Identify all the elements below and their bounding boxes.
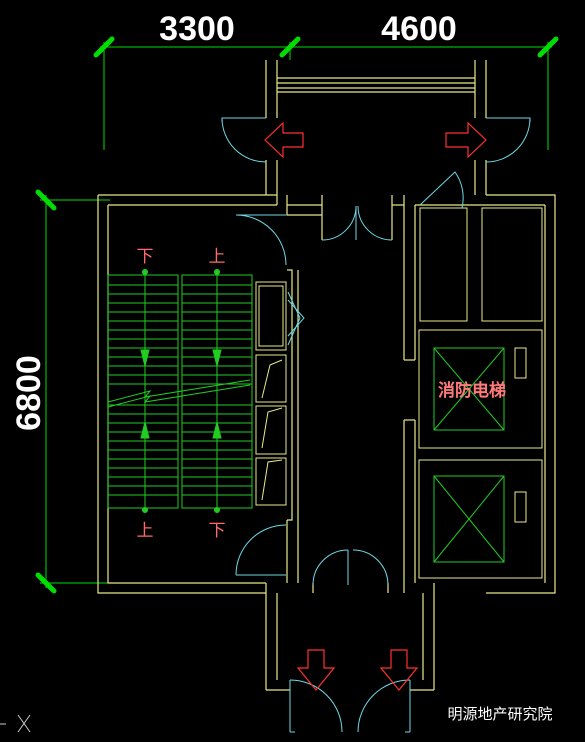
dimension-lines xyxy=(40,42,552,588)
stair-step-lines xyxy=(108,284,252,496)
doors xyxy=(221,117,531,733)
stair-label-down-bottom: 下 xyxy=(209,521,226,541)
dimension-ticks xyxy=(35,36,559,594)
stair-walkline xyxy=(107,269,251,513)
watermark-text: 明源地产研究院 xyxy=(447,705,552,723)
fire-elevator-label: 消防电梯 xyxy=(438,380,506,401)
elevator-shafts xyxy=(418,207,543,579)
stair-label-up-top: 上 xyxy=(209,247,226,267)
dimension-top-left: 3300 xyxy=(159,10,235,48)
stair-label-down-top: 下 xyxy=(137,247,154,267)
elevator-cars xyxy=(433,347,505,563)
dimension-top-right: 4600 xyxy=(381,10,457,48)
dimension-left-vertical: 6800 xyxy=(10,355,48,431)
stair-label-up-bottom: 上 xyxy=(137,521,154,541)
evacuation-arrow-icon xyxy=(264,121,487,691)
cabinet-door xyxy=(287,291,305,346)
ucs-axis-icon xyxy=(0,714,31,733)
cabinet-hoses xyxy=(261,359,283,501)
cabinets xyxy=(255,281,287,506)
